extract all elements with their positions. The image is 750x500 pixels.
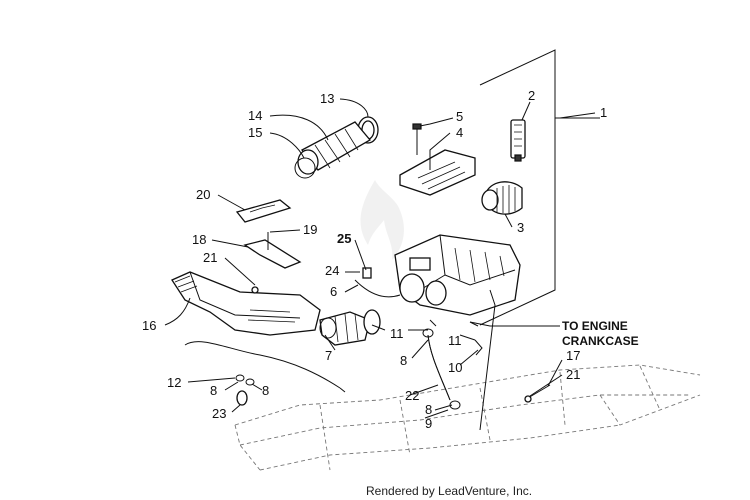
callout-21-b: 21 <box>566 367 580 382</box>
callout-labels: 1 2 3 4 5 6 7 8 8 8 8 9 10 11 11 12 13 1… <box>142 88 607 431</box>
callout-9: 9 <box>425 416 432 431</box>
part-8-bottom-clamps <box>235 374 255 386</box>
callout-10: 10 <box>448 360 462 375</box>
part-21-washer <box>251 286 259 294</box>
part-24-clip <box>362 267 372 279</box>
part-20-pad <box>235 199 292 223</box>
callout-25: 25 <box>337 231 351 246</box>
callout-4: 4 <box>456 125 463 140</box>
note-line-1: TO ENGINE <box>562 319 628 333</box>
crankcase-note: TO ENGINE CRANKCASE <box>562 319 639 348</box>
callout-2: 2 <box>528 88 535 103</box>
callout-5: 5 <box>456 109 463 124</box>
part-23-grommet <box>236 390 248 406</box>
part-22-drain-tube <box>427 334 451 401</box>
callout-18: 18 <box>192 232 206 247</box>
callout-1: 1 <box>600 105 607 120</box>
callout-15: 15 <box>248 125 262 140</box>
callout-8-b: 8 <box>210 383 217 398</box>
part-5-screw <box>412 123 422 155</box>
callout-11-b: 11 <box>448 333 462 348</box>
callout-19: 19 <box>303 222 317 237</box>
part-4-cover <box>399 149 476 196</box>
callout-22: 22 <box>405 388 419 403</box>
part-18-bracket <box>243 232 302 269</box>
callout-6: 6 <box>330 284 337 299</box>
footer-credit: Rendered by LeadVenture, Inc. <box>366 484 532 498</box>
callout-8-a: 8 <box>400 353 407 368</box>
callout-3: 3 <box>517 220 524 235</box>
part-12-hose <box>184 341 346 393</box>
note-line-2: CRANKCASE <box>562 334 639 348</box>
callout-16: 16 <box>142 318 156 333</box>
callout-20: 20 <box>196 187 210 202</box>
part-16-duct <box>171 271 321 336</box>
part-2-sensor <box>510 119 526 162</box>
leader-lines <box>164 98 596 431</box>
frame-outline <box>234 364 701 471</box>
callout-21-a: 21 <box>203 250 217 265</box>
callout-12: 12 <box>167 375 181 390</box>
callout-13: 13 <box>320 91 334 106</box>
callout-14: 14 <box>248 108 262 123</box>
callout-7: 7 <box>325 348 332 363</box>
callout-23: 23 <box>212 406 226 421</box>
callout-11-a: 11 <box>390 326 404 341</box>
small-clamps <box>422 319 483 410</box>
part-17-bolt <box>524 384 551 403</box>
part-15-clamp <box>294 157 316 179</box>
callout-8-d: 8 <box>425 402 432 417</box>
part-3-filter <box>481 181 523 215</box>
callout-17: 17 <box>566 348 580 363</box>
watermark-logo <box>360 180 404 260</box>
part-6-hose <box>354 279 401 298</box>
part-14-intake-boot <box>297 121 371 175</box>
callout-8-c: 8 <box>262 383 269 398</box>
part-7-coupler <box>319 309 381 346</box>
airbox-body <box>394 234 521 316</box>
callout-24: 24 <box>325 263 339 278</box>
